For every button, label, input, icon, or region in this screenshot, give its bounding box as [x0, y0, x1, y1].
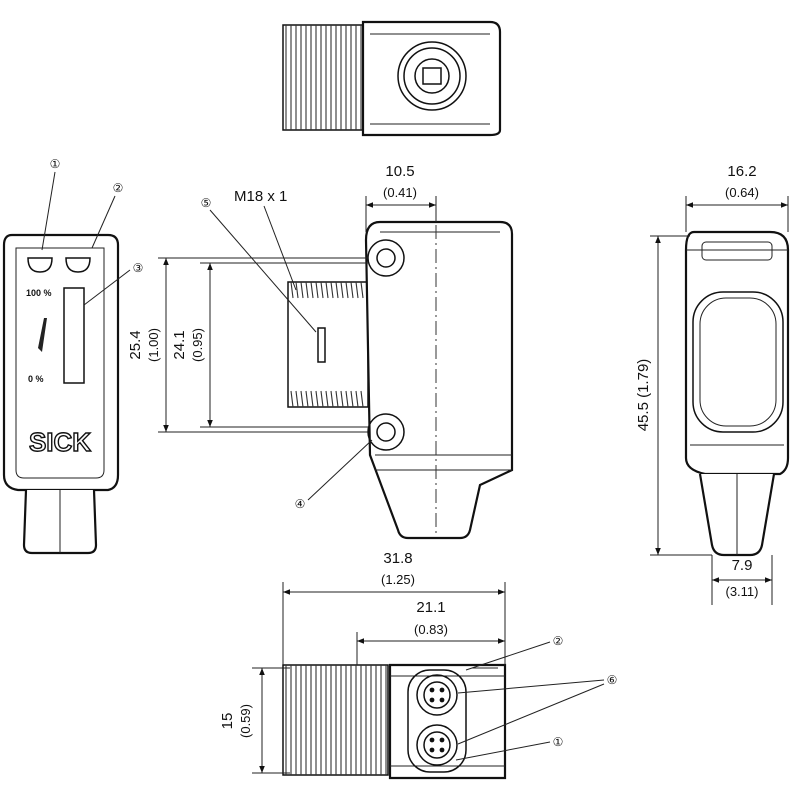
- dim-top-width-in: (0.41): [383, 185, 417, 200]
- right-view: [684, 230, 790, 557]
- callout-2-bottom: ②: [553, 634, 564, 648]
- callout-1-bottom: ①: [553, 735, 564, 749]
- dim-height-outer-mm: 25.4: [127, 330, 144, 359]
- dim-bottom-height-in: (0.59): [238, 704, 253, 738]
- dim-height-inner-in: (0.95): [190, 328, 205, 362]
- callout-5-side: ⑤: [201, 196, 212, 210]
- connector-top-icon: [416, 674, 458, 716]
- sensitivity-wedge-icon: [38, 318, 47, 352]
- dim-right-height: 45.5 (1.79): [635, 359, 652, 432]
- sick-logo: SICK: [29, 427, 91, 457]
- callout-4-side: ④: [295, 497, 306, 511]
- top-view: [282, 20, 502, 137]
- dim-bottom-total-mm: 31.8: [383, 550, 412, 567]
- front-view: 100 % 0 % SICK: [2, 233, 120, 555]
- dim-bottom-inner-in: (0.83): [414, 622, 448, 637]
- callout-1-front: ①: [50, 157, 61, 171]
- led-right-icon: [65, 257, 91, 273]
- top-view-threads: [285, 25, 362, 130]
- dim-bottom-height-mm: 15: [219, 713, 236, 730]
- label-0-percent: 0 %: [28, 374, 44, 384]
- led-left-icon: [27, 257, 53, 273]
- connector-bottom-icon: [416, 724, 458, 766]
- callout-2-front: ②: [113, 181, 124, 195]
- dim-bottom-total-in: (1.25): [381, 572, 415, 587]
- dim-right-width-in: (0.64): [725, 185, 759, 200]
- callout-3-front: ③: [133, 261, 144, 275]
- callouts: ① ② ③ ⑤ ④ ② ⑥ ①: [41, 157, 618, 761]
- dim-right-width-mm: 16.2: [727, 163, 756, 180]
- callout-6-bottom: ⑥: [607, 673, 618, 687]
- bottom-view-threads: [285, 665, 387, 775]
- side-view-threads: [290, 281, 364, 408]
- dim-height-inner-mm: 24.1: [171, 330, 188, 359]
- dim-top-width-mm: 10.5: [385, 163, 414, 180]
- thread-label: M18 x 1: [234, 188, 287, 205]
- dim-right-bottom-mm: 7.9: [732, 557, 753, 574]
- dim-height-outer-in: (1.00): [146, 328, 161, 362]
- side-view: M18 x 1: [234, 188, 514, 540]
- dim-right-bottom-in: (3.11): [726, 584, 759, 599]
- bar-graph-window: [63, 287, 85, 384]
- dim-bottom-inner-mm: 21.1: [416, 599, 445, 616]
- bottom-view: [282, 663, 507, 780]
- label-100-percent: 100 %: [26, 288, 52, 298]
